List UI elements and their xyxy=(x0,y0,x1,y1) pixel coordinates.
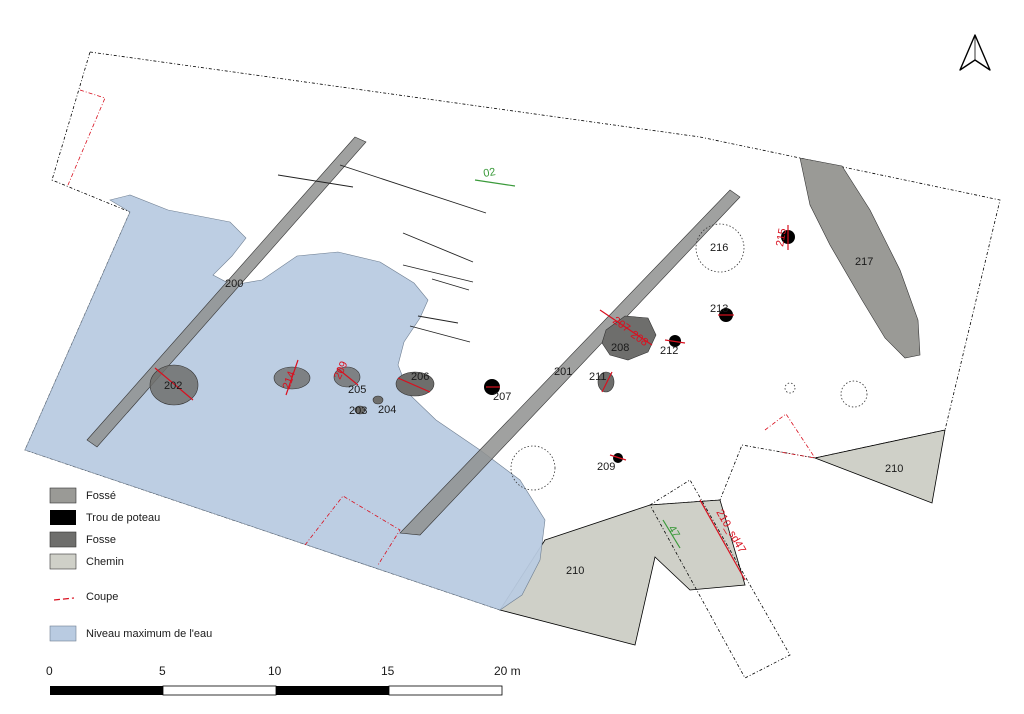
label-211: 211 xyxy=(589,371,607,383)
legend-label-post-hole: Trou de poteau xyxy=(86,512,160,524)
label-202: 202 xyxy=(164,380,182,392)
legend-label-section: Coupe xyxy=(86,591,118,603)
scale-tick-0: 0 xyxy=(46,664,53,678)
dotted-features xyxy=(510,223,868,491)
legend-swatch-ditch xyxy=(49,487,77,504)
ditch-217 xyxy=(799,157,921,359)
path-210-lower xyxy=(499,499,746,646)
section-cut-02 xyxy=(474,179,516,187)
label-207: 207 xyxy=(493,391,511,403)
legend-swatch-post-hole xyxy=(50,510,76,525)
pit-204 xyxy=(372,395,384,405)
ditch-201 xyxy=(399,189,741,536)
scale-tick-10: 10 xyxy=(268,664,282,678)
scale-tick-20: 20 m xyxy=(494,664,521,678)
label-210-right: 210 xyxy=(885,463,903,475)
legend-swatch-section xyxy=(53,597,75,601)
legend-label-ditch: Fossé xyxy=(86,490,116,502)
legend-label-pit: Fosse xyxy=(86,534,116,546)
pit-208 xyxy=(601,315,657,361)
section-cut-47 xyxy=(662,519,681,549)
cut-label-02: 02 xyxy=(482,166,496,180)
legend-swatch-pit xyxy=(49,531,77,548)
section-cuts xyxy=(154,225,789,581)
label-200: 200 xyxy=(225,278,243,290)
cut-label-47: 47 xyxy=(665,524,682,541)
pit-202 xyxy=(149,364,199,406)
cut-label-214: 214 xyxy=(281,370,299,391)
label-210-lower: 210 xyxy=(566,565,584,577)
label-212: 212 xyxy=(660,345,678,357)
label-206: 206 xyxy=(411,371,429,383)
path-210-right xyxy=(813,429,946,504)
label-208: 208 xyxy=(611,342,629,354)
label-201: 201 xyxy=(554,366,572,378)
sondage-47 xyxy=(649,479,791,679)
cut-label-215: 215 xyxy=(774,227,789,247)
scale-tick-15: 15 xyxy=(381,664,395,678)
legend-swatch-path xyxy=(49,553,77,570)
legend-label-water: Niveau maximum de l'eau xyxy=(86,628,212,640)
label-204: 204 xyxy=(378,404,396,416)
label-203: 203 xyxy=(349,405,367,417)
scale-bar: 0 5 10 15 20 m xyxy=(46,664,521,696)
label-213: 213 xyxy=(710,303,728,315)
north-arrow-icon xyxy=(959,34,991,71)
scale-tick-5: 5 xyxy=(159,664,166,678)
label-205: 205 xyxy=(348,384,366,396)
legend: Fossé Trou de poteau Fosse Chemin Coupe … xyxy=(49,487,212,642)
label-209: 209 xyxy=(597,461,615,473)
water-level-area xyxy=(24,194,546,611)
sondage-left xyxy=(67,89,106,186)
sondage-right xyxy=(764,413,816,459)
label-216: 216 xyxy=(710,242,728,254)
linear-features xyxy=(277,164,487,343)
pit-203 xyxy=(354,405,366,415)
legend-swatch-water xyxy=(49,625,77,642)
label-217: 217 xyxy=(855,256,873,268)
legend-label-path: Chemin xyxy=(86,556,124,568)
